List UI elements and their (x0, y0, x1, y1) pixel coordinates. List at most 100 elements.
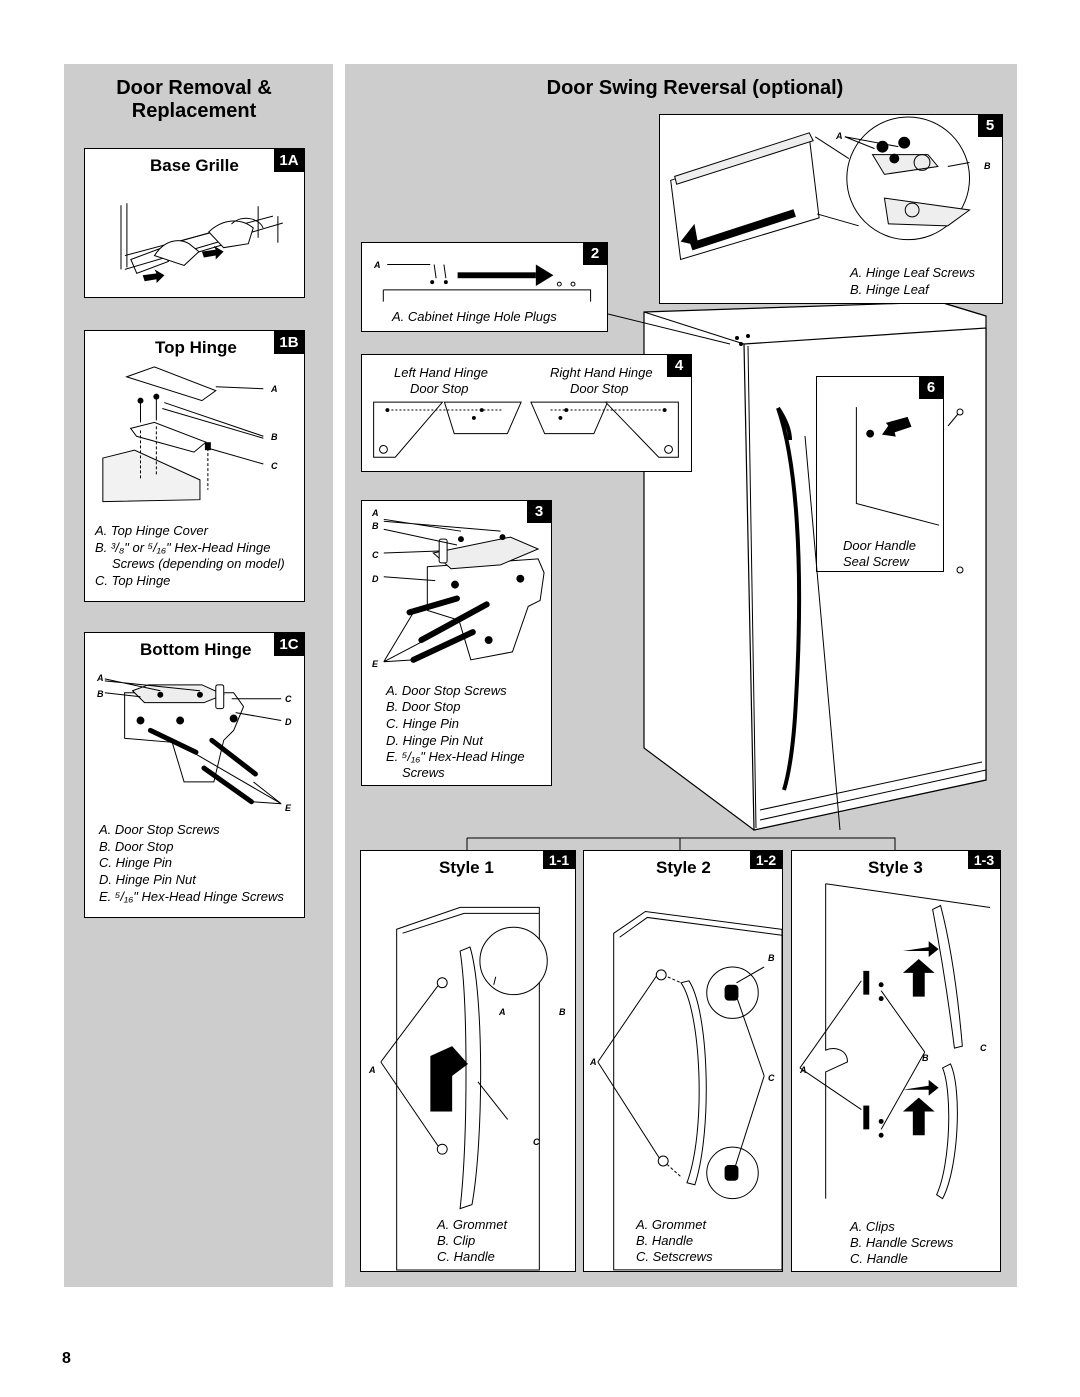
top-hinge-caption-c: C. Top Hinge (95, 573, 171, 588)
top-hinge-label-b: B (271, 432, 278, 442)
style3-badge: 1-3 (968, 851, 1000, 869)
bottom-hinge-caption-d: D. Hinge Pin Nut (99, 872, 196, 887)
step3-label-b: B (372, 521, 379, 531)
style1-label-a-top: B (559, 1007, 566, 1017)
step6-seal-screw-box: 6 Door Handle Seal Screw (816, 376, 944, 572)
step3-caption-c: C. Hinge Pin (386, 716, 459, 731)
style1-caption-b: B. Clip (437, 1233, 476, 1248)
bottom-hinge-caption-a: A. Door Stop Screws (99, 822, 220, 837)
top-hinge-illustration (85, 331, 304, 601)
step4-illustration (362, 355, 691, 471)
bottom-hinge-badge: 1C (274, 633, 304, 656)
step4-left-label-1: Left Hand Hinge (394, 365, 488, 380)
style2-label-a: A (590, 1057, 597, 1067)
step4-left-label-2: Door Stop (410, 381, 469, 396)
bottom-hinge-label-c: C (285, 694, 292, 704)
step3-caption-d: D. Hinge Pin Nut (386, 733, 483, 748)
style2-badge: 1-2 (750, 851, 782, 869)
step3-illustration (362, 501, 551, 785)
step4-badge: 4 (667, 355, 691, 377)
bottom-hinge-caption-e: E. ⁵/₁₆" Hex-Head Hinge Screws (99, 889, 284, 904)
base-grille-box: Base Grille 1A (84, 148, 305, 298)
style3-box: Style 3 1-3 C B A A. Clips B. Handle Scr… (791, 850, 1001, 1272)
step3-caption-e: E. ⁵/₁₆" Hex-Head Hinge (386, 749, 525, 764)
door-removal-title-line1: Door Removal & (116, 77, 272, 99)
step3-caption-a: A. Door Stop Screws (386, 683, 507, 698)
step6-badge: 6 (919, 377, 943, 399)
style3-title: Style 3 (868, 858, 923, 877)
bottom-hinge-label-a: A (97, 673, 104, 683)
base-grille-illustration (85, 149, 304, 284)
step6-caption-2: Seal Screw (843, 554, 909, 569)
step3-label-a: A (372, 508, 379, 518)
step6-caption-1: Door Handle (843, 538, 916, 553)
step3-badge: 3 (527, 501, 551, 523)
style1-illustration (361, 851, 575, 1271)
style2-label-c: C (768, 1073, 775, 1083)
step5-caption-b: B. Hinge Leaf (850, 282, 929, 297)
bottom-hinge-title: Bottom Hinge (140, 640, 252, 659)
step3-label-c: C (372, 550, 379, 560)
step2-label-a: A (374, 260, 381, 270)
bottom-hinge-label-b: B (97, 689, 104, 699)
bottom-hinge-label-d: D (285, 717, 292, 727)
step3-caption-b: B. Door Stop (386, 699, 461, 714)
bottom-hinge-caption-b: B. Door Stop (99, 839, 174, 854)
style1-badge: 1-1 (543, 851, 575, 869)
door-removal-title: Door Removal & Replacement (64, 77, 324, 123)
step4-right-label-1: Right Hand Hinge (550, 365, 653, 380)
step3-hinge-box: 3 A B C D E A. Door Stop Screws B. Door … (361, 500, 552, 786)
step2-caption-a: A. Cabinet Hinge Hole Plugs (392, 309, 557, 324)
bottom-hinge-caption-c: C. Hinge Pin (99, 855, 172, 870)
step5-label-a: A (836, 131, 843, 141)
connector-lines (466, 313, 896, 850)
top-hinge-label-a: A (271, 384, 278, 394)
step3-label-e: E (372, 659, 379, 669)
style1-caption-c: C. Handle (437, 1249, 495, 1264)
step4-right-label-2: Door Stop (570, 381, 629, 396)
style3-label-c: C (980, 1043, 987, 1053)
style3-label-b: B (922, 1053, 929, 1063)
door-swing-reversal-title: Door Swing Reversal (optional) (546, 77, 844, 99)
style1-label-c: C (533, 1137, 540, 1147)
step4-door-stop-box: 4 Left Hand Hinge Door Stop Right Hand H… (361, 354, 692, 472)
step6-illustration (817, 377, 943, 571)
step3-caption-e2: Screws (402, 765, 445, 780)
style3-caption-a: A. Clips (850, 1219, 895, 1234)
style2-caption-b: B. Handle (636, 1233, 694, 1248)
style3-illustration (792, 851, 1000, 1271)
base-grille-badge: 1A (274, 149, 304, 172)
page-number: 8 (62, 1350, 71, 1367)
style2-box: Style 2 1-2 B A C A. Grommet B. Handle C… (583, 850, 783, 1272)
style3-label-a: A (800, 1065, 807, 1075)
step2-hinge-plugs-box: 2 A A. Cabinet Hinge Hole Plugs (361, 242, 608, 332)
style2-caption-c: C. Setscrews (636, 1249, 713, 1264)
top-hinge-label-c: C (271, 461, 278, 471)
style1-label-a: A (369, 1065, 376, 1075)
style2-caption-a: A. Grommet (636, 1217, 707, 1232)
seal-screw-markers (947, 408, 964, 574)
step5-label-b: B (984, 161, 991, 171)
step5-illustration (660, 115, 1002, 303)
step2-badge: 2 (583, 243, 607, 265)
base-grille-title: Base Grille (150, 156, 239, 175)
top-hinge-box: Top Hinge 1B A B C A. Top Hinge Cover B.… (84, 330, 305, 602)
top-hinge-title: Top Hinge (155, 338, 237, 357)
style1-caption-a: A. Grommet (437, 1217, 508, 1232)
top-hinge-caption-a: A. Top Hinge Cover (95, 523, 208, 538)
bottom-hinge-box: Bottom Hinge 1C A B C D E A. Door Stop S… (84, 632, 305, 918)
step5-badge: 5 (978, 115, 1002, 137)
top-hinge-caption-b2: Screws (depending on model) (112, 556, 285, 571)
style2-illustration (584, 851, 782, 1271)
style1-box: Style 1 1-1 A B A C A. Grommet B. Clip C… (360, 850, 576, 1272)
step2-illustration (362, 243, 607, 331)
step3-label-d: D (372, 574, 379, 584)
style2-title: Style 2 (656, 858, 711, 877)
door-removal-title-line2: Replacement (131, 100, 257, 122)
top-hinge-caption-b: B. ³/₈" or ⁵/₁₆" Hex-Head Hinge (95, 540, 271, 555)
step5-caption-a: A. Hinge Leaf Screws (850, 265, 976, 280)
style2-label-b: B (768, 953, 775, 963)
style3-caption-c: C. Handle (850, 1251, 908, 1266)
style1-label-b: A (499, 1007, 506, 1017)
style1-title: Style 1 (439, 858, 494, 877)
